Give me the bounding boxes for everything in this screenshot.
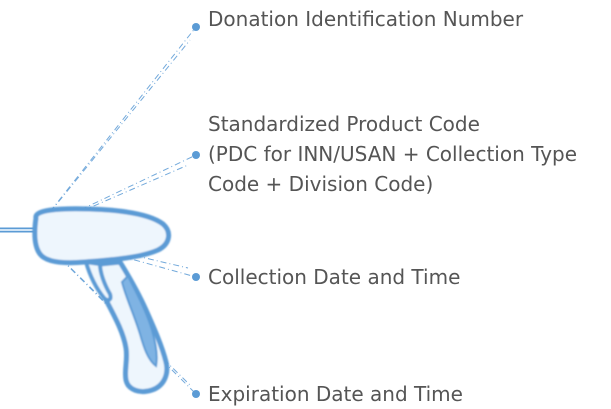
bullet-dot-4: [192, 390, 200, 398]
field-label-line: (PDC for INN/USAN + Collection Type: [208, 142, 578, 166]
field-label-line: Code + Division Code): [208, 172, 434, 196]
bullet-dot-2: [192, 151, 200, 159]
field-label-collection-date: Collection Date and Time: [208, 262, 460, 292]
scanner-grip: [120, 274, 158, 368]
barcode-scanner-icon: [32, 206, 172, 395]
beam-line-1: [33, 26, 197, 233]
bullet-dot-3: [192, 273, 200, 281]
bullet-dot-1: [192, 23, 200, 31]
beam-line-5: [33, 39, 191, 233]
field-label-line: Donation Identification Number: [208, 7, 524, 31]
bullet-dots: [192, 23, 200, 398]
scanner-handle: [95, 259, 170, 395]
field-label-expiration-date: Expiration Date and Time: [208, 379, 463, 409]
field-label-line: Standardized Product Code: [208, 112, 480, 136]
scanner-head: [32, 206, 172, 266]
field-label-line: Expiration Date and Time: [208, 382, 463, 406]
field-label-product-code: Standardized Product Code (PDC for INN/U…: [208, 109, 577, 199]
field-label-donation-id: Donation Identification Number: [208, 4, 523, 34]
field-label-line: Collection Date and Time: [208, 265, 461, 289]
scanner-trigger: [84, 260, 113, 303]
